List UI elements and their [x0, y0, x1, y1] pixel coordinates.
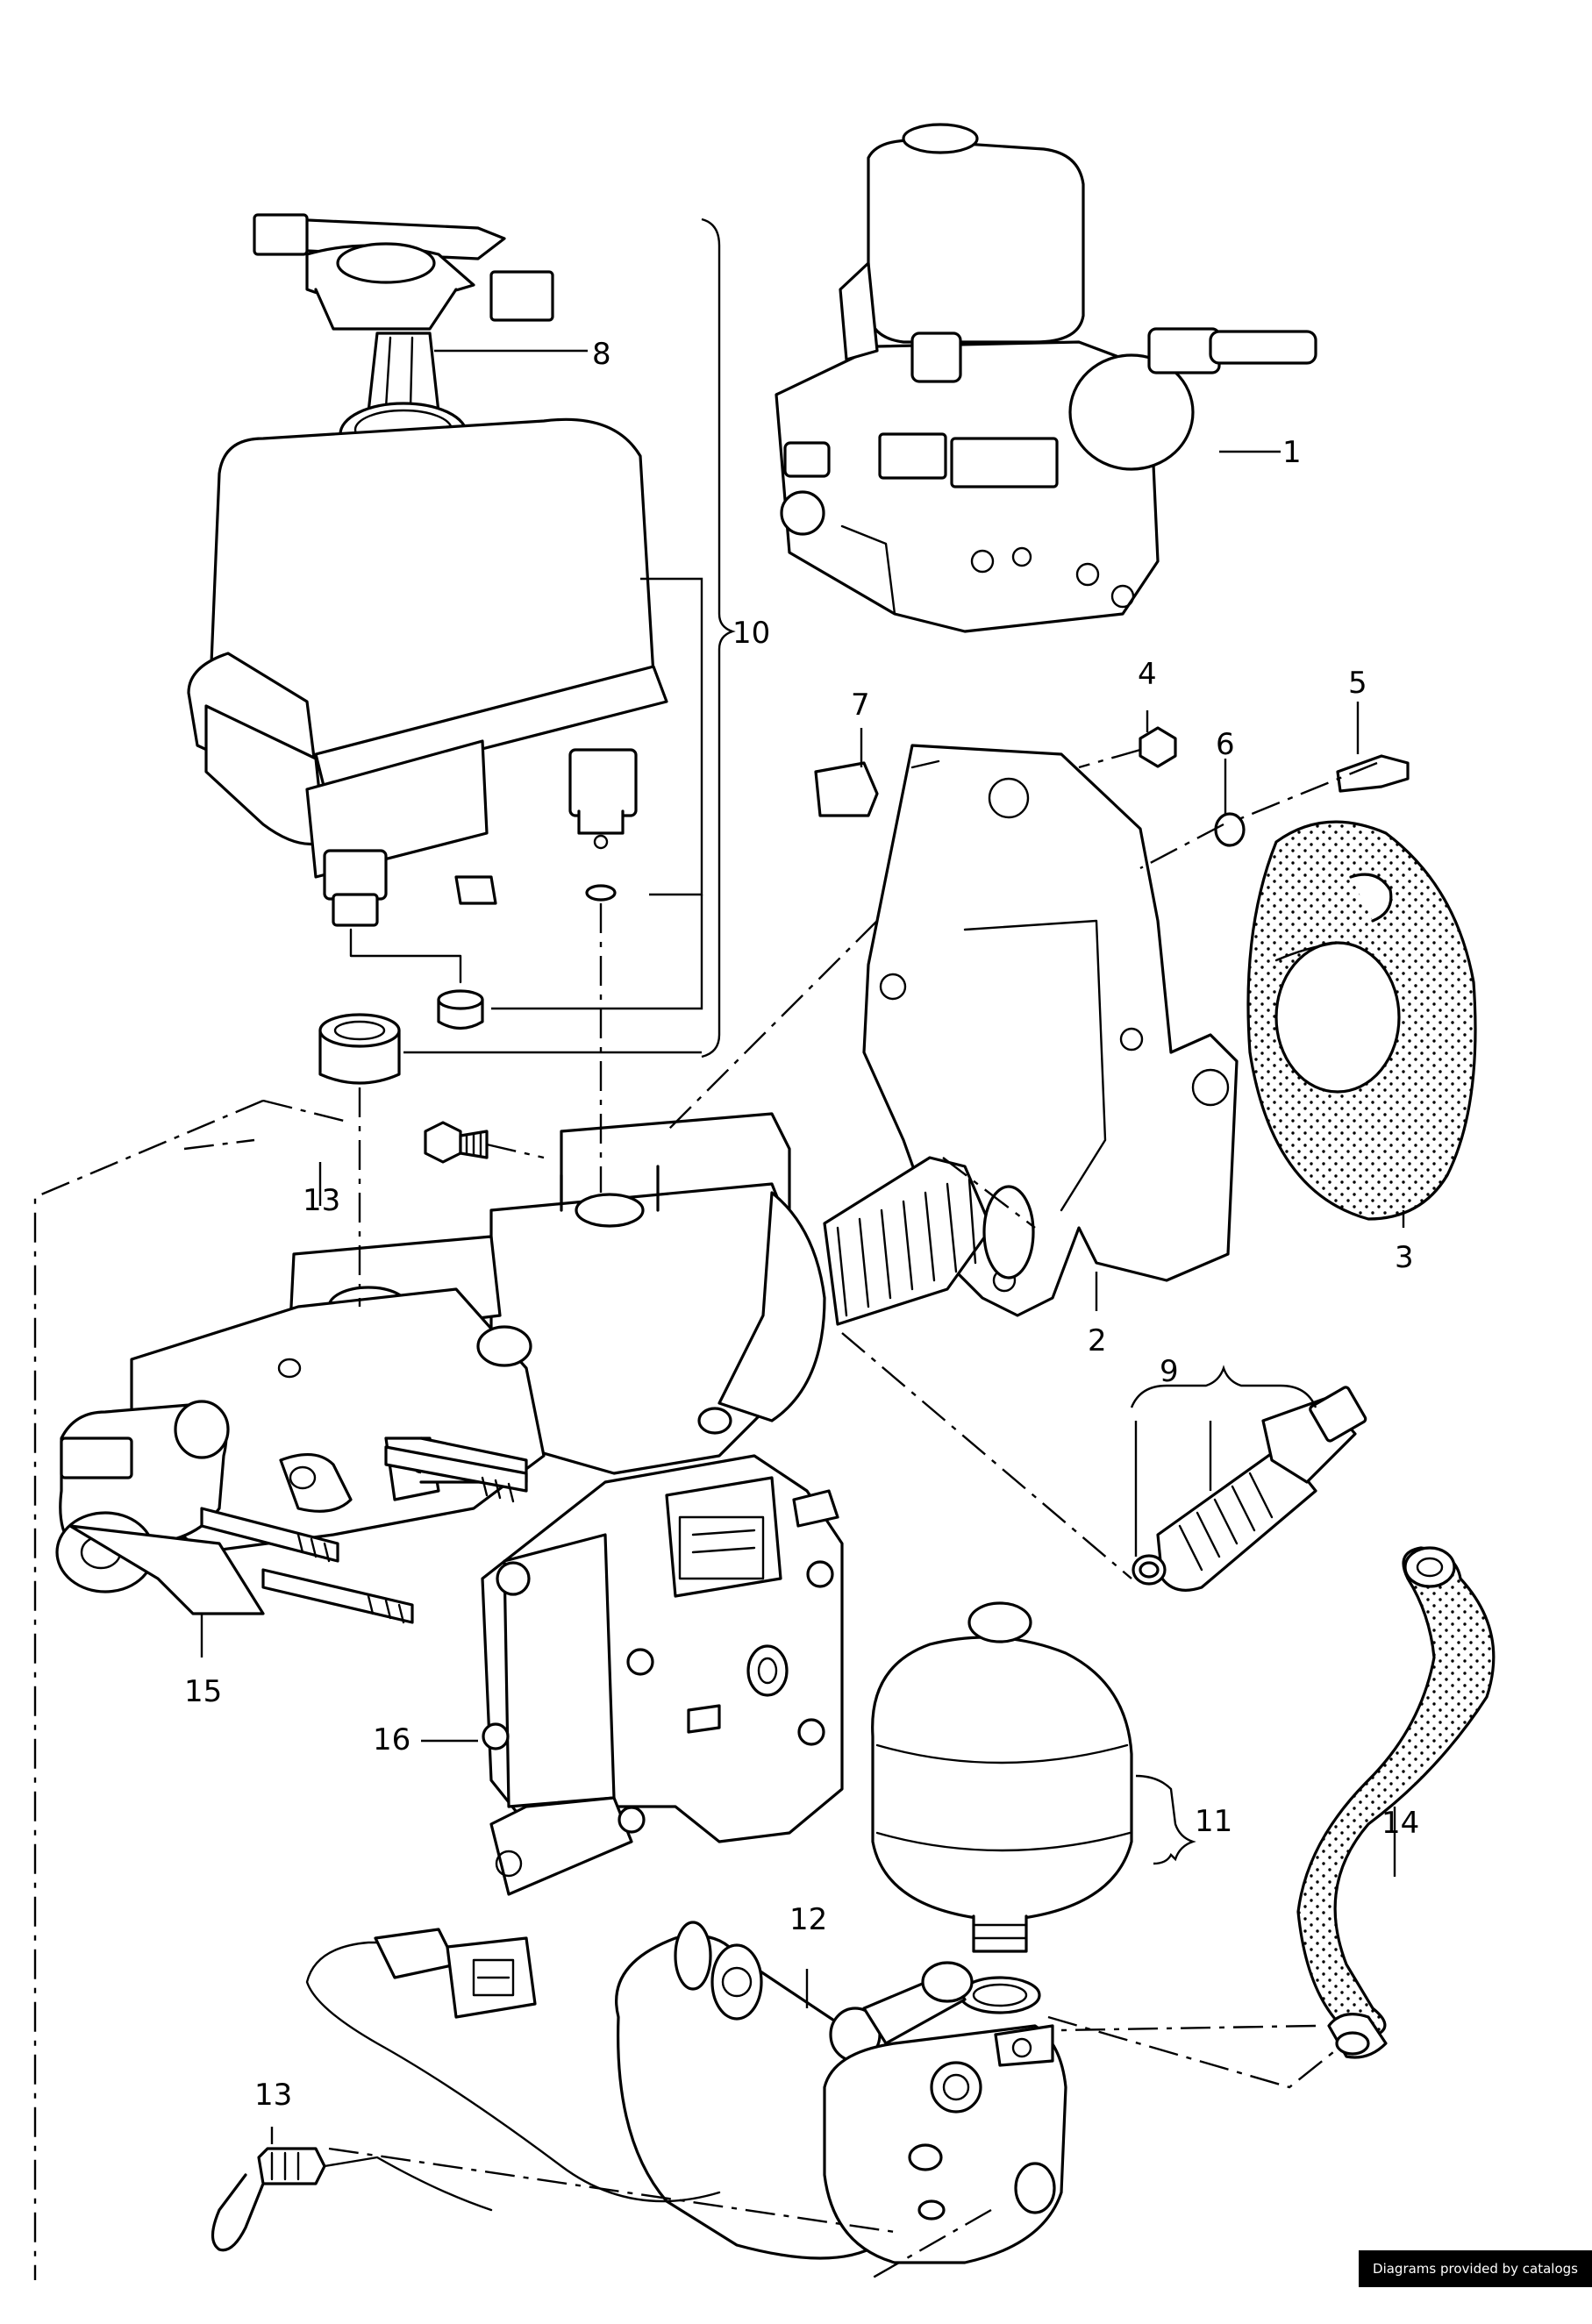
callout-14: 14 [1381, 1806, 1419, 1841]
hydraulic-unit-assembly [775, 123, 1317, 633]
assembly-dash-lines [33, 748, 1378, 2282]
booster-spring [836, 1178, 977, 1317]
callout-13-upper: 13 [303, 1183, 340, 1218]
temperature-sensor [211, 2147, 493, 2252]
callout-11: 11 [1195, 1804, 1232, 1839]
callout-7: 7 [851, 688, 870, 723]
callout-6: 6 [1216, 727, 1235, 762]
callout-labels: 1 2 3 4 5 6 7 8 9 10 11 12 13 13 14 15 1… [184, 337, 1419, 2113]
callout-5: 5 [1348, 666, 1367, 701]
pressure-accumulator [871, 1601, 1133, 2014]
hydraulic-pump-motor [615, 1921, 1067, 2264]
callout-3: 3 [1395, 1240, 1414, 1275]
callout-12: 12 [789, 1902, 827, 1937]
pump-cable-connector [305, 1928, 721, 2203]
callout-15: 15 [184, 1674, 222, 1709]
callout-8: 8 [592, 337, 611, 372]
threaded-studs [200, 1445, 528, 1624]
callout-4: 4 [1138, 657, 1157, 692]
callout-9: 9 [1160, 1354, 1179, 1389]
callout-16: 16 [373, 1722, 410, 1757]
seals-and-bushings [318, 884, 617, 1085]
footer-credit-badge: Diagrams provided by catalogs parts [1359, 2250, 1592, 2313]
pressure-switch [1132, 1386, 1367, 1592]
hose [1296, 1546, 1496, 2059]
callout-13-lower: 13 [254, 2078, 292, 2113]
gasket [1246, 820, 1477, 1221]
callout-1: 1 [1282, 435, 1302, 470]
callout-10: 10 [732, 616, 770, 651]
connector-bolt [424, 1121, 489, 1164]
callout-2: 2 [1088, 1323, 1107, 1358]
leader-lines [200, 217, 1405, 2144]
fluid-reservoir-assembly [187, 213, 668, 927]
control-module [481, 1454, 844, 1896]
master-cylinder-booster [55, 1112, 1035, 1615]
